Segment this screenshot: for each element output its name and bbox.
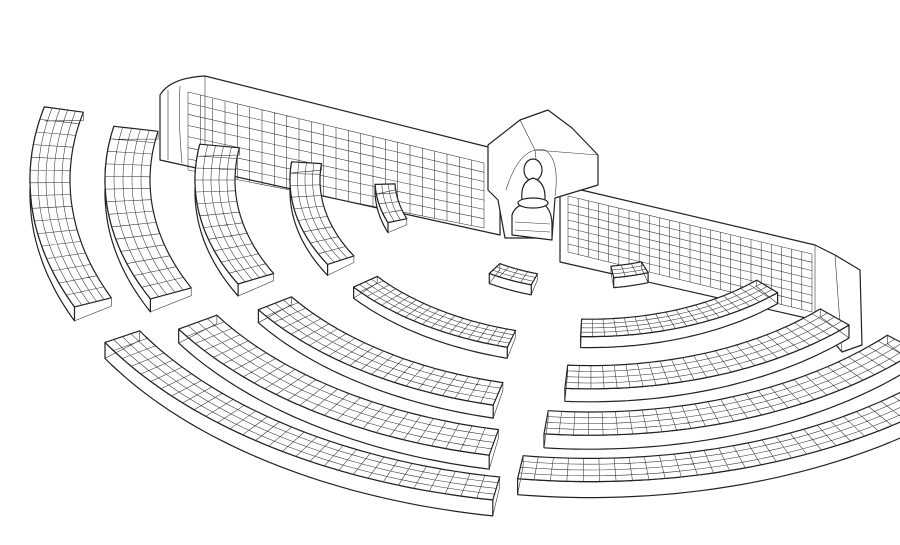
altar-block-front: [488, 263, 539, 296]
left-tier-2: [104, 125, 192, 313]
tier-platforms: [29, 106, 900, 517]
left-tier-3: [194, 143, 275, 297]
right-tier-3: [564, 308, 850, 403]
back-wall-right-niches: [567, 195, 813, 313]
front-tier-3: [257, 296, 504, 419]
front-tier-1: [104, 330, 501, 517]
right-tier-2: [543, 334, 900, 450]
altar-block-right: [610, 261, 649, 289]
left-tier-1: [29, 106, 112, 322]
left-tier-4: [289, 161, 355, 276]
front-tier-2: [178, 314, 500, 470]
central-shrine: [487, 109, 599, 241]
right-tier-4: [580, 279, 779, 349]
right-tier-1: [517, 391, 900, 499]
front-tier-4: [353, 275, 517, 359]
back-wall-left-niches: [187, 91, 485, 229]
buddha-statue: [517, 158, 549, 209]
altar-block-left: [374, 183, 408, 234]
